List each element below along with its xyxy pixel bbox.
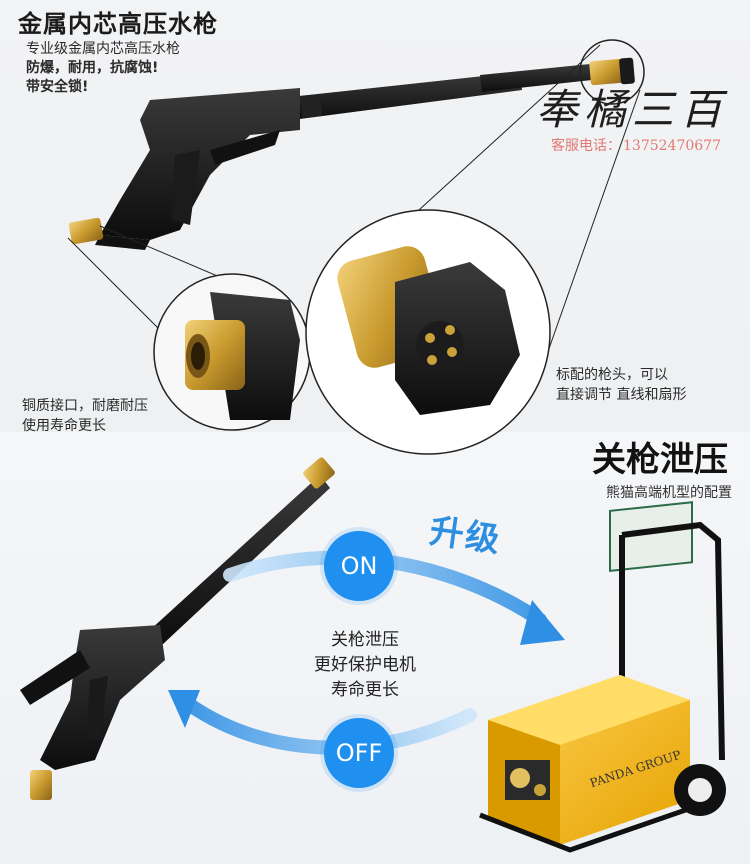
upgrade-label: 升级 [427, 511, 504, 561]
page-title: 金属内芯高压水枪 [18, 10, 218, 38]
benefit-line-1: 关枪泄压 [331, 630, 399, 650]
caption-nozzle-line-2: 直接调节 直线和扇形 [556, 387, 687, 403]
feature-line-2: 防爆，耐用，抗腐蚀! [26, 60, 159, 76]
caption-fitting-line-1: 铜质接口，耐磨耐压 [22, 398, 148, 414]
section-title: 关枪泄压 [592, 440, 728, 480]
caption-nozzle-line-1: 标配的枪头，可以 [556, 367, 668, 383]
on-badge: ON [324, 531, 394, 601]
feature-line-1: 专业级金属内芯高压水枪 [26, 41, 180, 57]
callout-nozzle [305, 39, 645, 455]
benefit-line-3: 寿命更长 [331, 680, 399, 700]
section-subtitle: 熊猫高端机型的配置 [606, 485, 732, 501]
off-badge: OFF [324, 718, 394, 788]
hotline: 客服电话：13752470677 [549, 135, 721, 155]
spray-gun-bottom [20, 457, 335, 800]
hotline-label: 客服电话： [551, 138, 621, 154]
feature-line-3: 带安全锁! [26, 79, 89, 95]
benefit-line-2: 更好保护电机 [314, 655, 416, 675]
benefit-text: 关枪泄压 更好保护电机 寿命更长 [300, 628, 430, 703]
pressure-washer-machine [479, 501, 726, 853]
caption-fitting: 铜质接口，耐磨耐压 使用寿命更长 [22, 396, 148, 436]
caption-fitting-line-2: 使用寿命更长 [22, 418, 106, 434]
callout-fitting [67, 225, 311, 431]
brand-name: 奉橘三百 [536, 85, 729, 134]
hotline-number: 13752470677 [623, 138, 721, 154]
spray-gun-top [68, 57, 635, 250]
caption-nozzle: 标配的枪头，可以 直接调节 直线和扇形 [556, 365, 686, 405]
